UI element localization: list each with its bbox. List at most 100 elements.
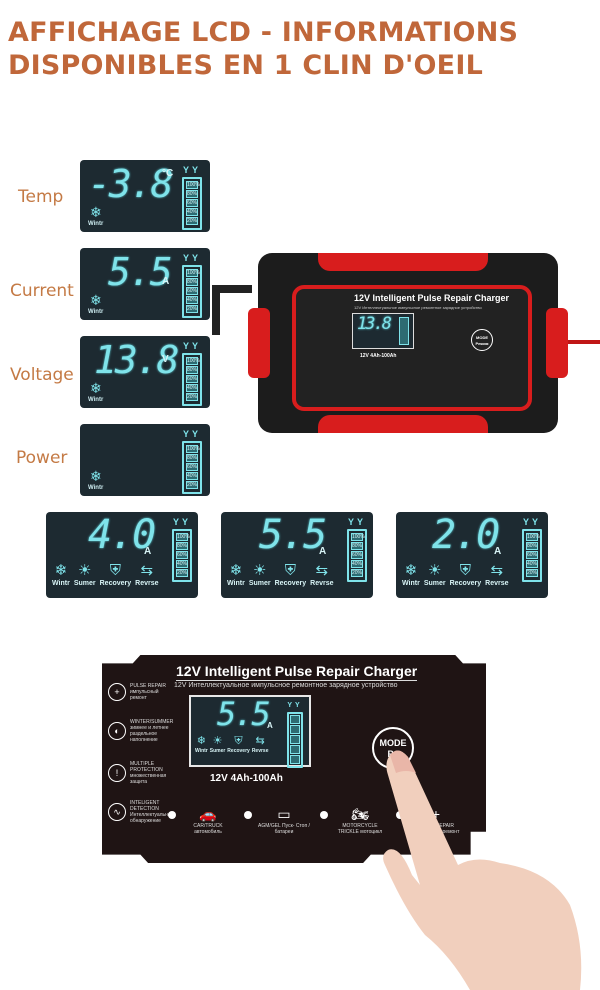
feature-label: PULSE REPAIR импульсный ремонт [130,683,167,701]
lcd-current-unit: A [162,276,170,287]
battery-gauge-icon: YY 100% 80% 60% 40% 20% [182,166,202,230]
waveform-icon: ∿ [108,803,126,821]
reverse-label: Revrse [485,580,509,587]
battery-type-motorcycle: 🏍MOTORCYCLE TRICKLE мотоцикл [320,805,386,835]
lcd-current-example-2: 5.5 A ❄Wintr ☀Sumer ⛨Recovery ⇆Revrse YY… [221,512,373,598]
feature-winter-summer: ◐ WINTER/SUMMER зимнее и летнее раздельн… [108,719,176,743]
battery-terminals: YY [347,517,366,527]
charger-red-right [546,308,568,378]
panel-spec: 12V 4Ah-100Ah [210,773,283,784]
lcd-voltage-unit: V [162,354,169,365]
reverse-label: Revrse [310,580,334,587]
lcd-voltage-value: 13.8 [94,338,180,382]
battery-terminals: YY [182,165,201,175]
lcd-current-example-3: 2.0 A ❄Wintr ☀Sumer ⛨Recovery ⇆Revrse YY… [396,512,548,598]
half-circle-icon: ◐ [108,722,126,740]
lcd-example-value: 5.5 [259,512,327,558]
mode-label-voltage: Voltage [10,365,74,385]
battery-cell: 60% [526,551,538,559]
shield-icon: ! [108,764,126,782]
shield-plus-icon: ⛨ [284,562,297,579]
reverse-icon: ⇆ [315,562,329,579]
snowflake-icon: ❄ [90,292,102,308]
battery-cell: 100% [186,181,200,189]
battery-cell: 20% [186,481,198,489]
battery-type-label: MOTORCYCLE TRICKLE мотоцикл [337,823,383,835]
battery-gauge-icon: YY 100% 80% 60% 40% 20% [172,518,192,582]
winter-label: Wintr [88,309,104,315]
battery-cell: 80% [186,454,198,462]
charger-front-panel: 12V Intelligent Pulse Repair Charger 12V… [292,285,532,411]
lcd-example-unit: A [319,546,327,557]
battery-terminals: YY [172,517,191,527]
shield-plus-icon: ⛨ [234,735,243,747]
battery-cell: 100% [526,533,540,541]
battery-terminals: YY [182,429,201,439]
panel-title: 12V Intelligent Pulse Repair Charger [176,663,418,681]
recovery-label: Recovery [99,580,132,587]
battery-cell [290,735,300,744]
battery-cell: 20% [176,569,188,577]
indicator-led [168,811,176,819]
snowflake-icon: ❄ [54,562,68,579]
battery-cell: 40% [186,296,198,304]
lcd-example-value: 4.0 [88,512,156,558]
battery-cell: 60% [186,375,198,383]
battery-cell: 80% [176,542,188,550]
mode-button-line1: MODE [476,335,488,340]
mode-label-current: Current [10,281,74,301]
sun-icon: ☀ [78,562,92,579]
charger-subtitle: 12V Интеллектуальное импульсное ремонтно… [354,305,482,310]
lcd-mode-icons: ❄Wintr ☀Sumer ⛨Recovery ⇆Revrse [227,562,334,587]
battery-cell: 40% [186,208,198,216]
battery-cell: 20% [186,393,198,401]
battery-cell: 40% [176,560,188,568]
shield-plus-icon: ⛨ [459,562,472,579]
lcd-power: ❄ Wintr YY 100% 80% 60% 40% 20% [80,424,210,496]
winter-label: Wintr [88,221,104,227]
battery-cell: 100% [186,357,200,365]
battery-cell [290,745,300,754]
panel-lcd-unit: A [267,721,273,730]
battery-cell: 100% [186,269,200,277]
battery-terminals: YY [522,517,541,527]
charger-title: 12V Intelligent Pulse Repair Charger [354,293,510,303]
mode-button-line1: MODE [379,738,407,748]
battery-cell: 60% [176,551,188,559]
snowflake-icon: ❄ [229,562,243,579]
lcd-voltage: 13.8 V ❄ Wintr YY 100% 80% 60% 40% 20% [80,336,210,408]
battery-cell: 60% [351,551,363,559]
battery-terminals: YY [182,253,201,263]
indicator-led [244,811,252,819]
battery-cell: 80% [186,278,198,286]
battery-cell: 20% [186,217,198,225]
reverse-label: Revrse [135,580,159,587]
panel-lcd: 5.5 A ❄Wintr ☀Sumer ⛨Recovery ⇆Revrse YY [189,695,311,768]
battery-gauge-icon: YY 100% 80% 60% 40% 20% [522,518,542,582]
reverse-icon: ⇆ [255,735,265,747]
charger-spec: 12V 4Ah-100Ah [360,353,397,359]
snowflake-icon: ❄ [404,562,418,579]
sun-icon: ☀ [428,562,442,579]
cable-right [568,340,600,344]
lcd-example-value: 2.0 [432,512,500,558]
winter-label: Wintr [227,580,245,587]
charger-mode-button[interactable]: MODE Режим [471,329,493,351]
battery-cell: 20% [186,305,198,313]
battery-icon: ▭ [277,806,291,822]
battery-gauge-icon: YY 100% 80% 60% 40% 20% [347,518,367,582]
hand-pressing-mode-icon [383,750,582,990]
lcd-temp-value: -3.8 [88,162,174,206]
lcd-mode-icons: ❄Wintr ☀Sumer ⛨Recovery ⇆Revrse [195,735,269,754]
battery-cell [290,725,300,734]
battery-type-label: CAR/TRUCK автомобиль [193,823,223,835]
cable-left [212,285,252,293]
recovery-label: Recovery [274,580,307,587]
battery-cell: 100% [351,533,365,541]
battery-gauge-icon: YY [287,701,303,768]
battery-type-car-truck: 🚗CAR/TRUCK автомобиль [168,805,234,835]
battery-cell: 100% [176,533,190,541]
lcd-temp-unit: °C [162,168,174,179]
feature-label: WINTER/SUMMER зимнее и летнее раздельное… [130,719,174,743]
battery-cell: 20% [351,569,363,577]
